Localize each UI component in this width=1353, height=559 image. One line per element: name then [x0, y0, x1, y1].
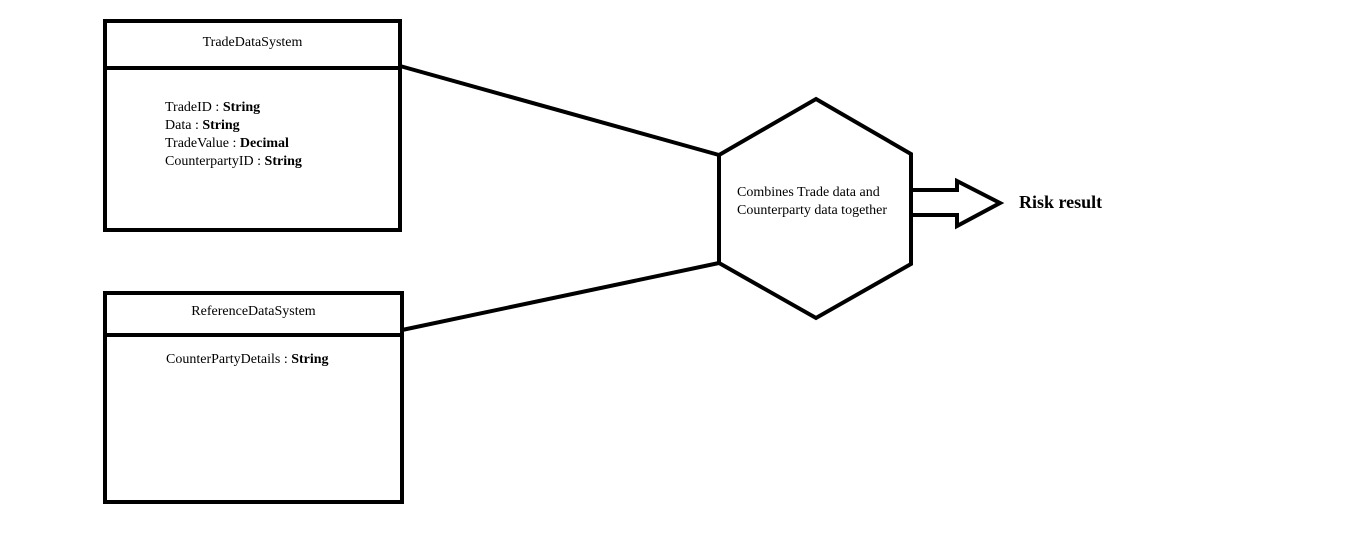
trade-data-system-attributes: TradeID : String Data : String TradeValu…	[107, 70, 398, 171]
trade-data-system-box: TradeDataSystem TradeID : String Data : …	[103, 19, 402, 232]
attribute-trade-id: TradeID : String	[165, 100, 261, 115]
reference-data-system-title: ReferenceDataSystem	[107, 295, 400, 337]
attribute-trade-value: TradeValue : Decimal	[165, 136, 289, 151]
risk-result-label: Risk result	[1019, 192, 1103, 212]
trade-data-system-title: TradeDataSystem	[107, 23, 398, 70]
process-label: Combines Trade data and Counterparty dat…	[737, 184, 887, 220]
reference-data-system-attributes: CounterPartyDetails : String	[107, 337, 400, 369]
process-label-line-1: Combines Trade data and	[737, 185, 880, 200]
connector-reference-to-process	[401, 261, 720, 332]
connector-trade-to-process	[399, 64, 720, 157]
attribute-counterparty-details: CounterPartyDetails : String	[166, 352, 329, 367]
process-label-line-2: Counterparty data together	[737, 203, 888, 218]
output-arrow	[909, 177, 1005, 230]
attribute-counterparty-id: CounterpartyID : String	[165, 154, 302, 169]
process-hexagon	[717, 96, 913, 321]
attribute-data: Data : String	[165, 118, 240, 133]
reference-data-system-box: ReferenceDataSystem CounterPartyDetails …	[103, 291, 404, 504]
